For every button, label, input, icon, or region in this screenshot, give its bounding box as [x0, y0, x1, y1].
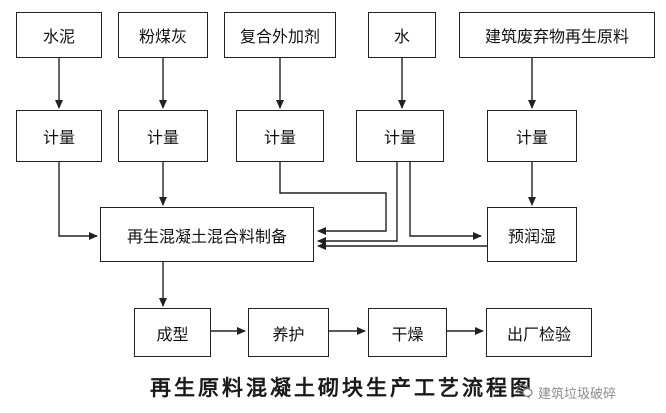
arrow-measure1-to-mixing [58, 162, 98, 240]
measure-box-cement: 计量 [16, 110, 102, 162]
input-box-admixture: 复合外加剂 [224, 12, 336, 58]
watermark-text: 建筑垃圾破碎 [538, 387, 617, 402]
prewet-box: 预润湿 [487, 207, 577, 262]
step-box-inspection: 出厂检验 [486, 308, 592, 357]
step-box-curing: 养护 [248, 308, 329, 357]
measure-box-admixture: 计量 [236, 110, 324, 162]
step-box-drying: 干燥 [368, 308, 447, 357]
input-box-fly-ash: 粉煤灰 [118, 12, 208, 58]
arrow-measure4-to-prewet [409, 162, 482, 240]
measure-box-water: 计量 [356, 110, 444, 162]
mixing-box: 再生混凝土混合料制备 [100, 207, 314, 262]
input-box-water: 水 [368, 12, 436, 58]
input-box-recycled-material: 建筑废弃物再生原料 [459, 12, 655, 58]
step-box-forming: 成型 [134, 308, 211, 357]
wechat-logo-icon [517, 384, 533, 397]
input-box-cement: 水泥 [16, 12, 102, 58]
arrow-measure4-to-mixing [317, 162, 398, 245]
measure-box-fly-ash: 计量 [118, 110, 208, 162]
measure-box-recycled: 计量 [487, 110, 577, 162]
arrow-measure3-to-mixing [279, 162, 387, 235]
diagram-title: 再生原料混凝土砌块生产工艺流程图 [150, 375, 534, 400]
